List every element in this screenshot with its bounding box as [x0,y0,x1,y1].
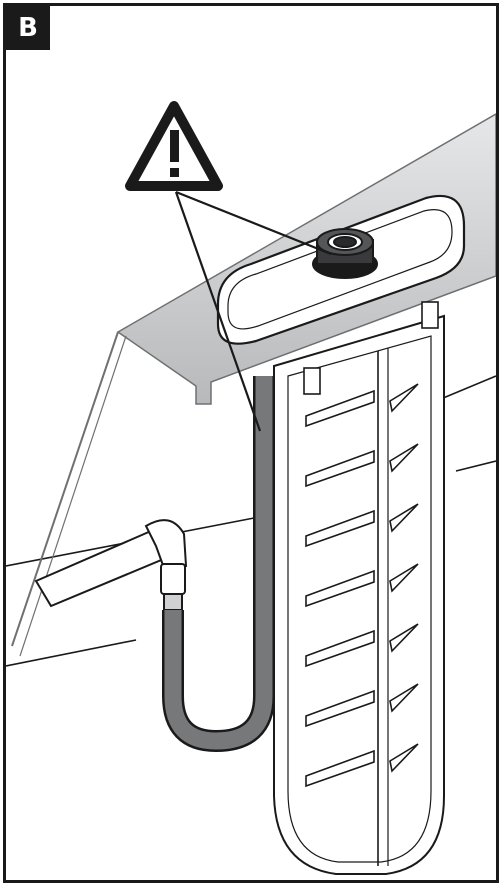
flexible-hose [162,376,275,753]
step-label: B [6,6,50,50]
connector-clips [303,301,439,395]
cap-fitting [312,228,378,279]
filter-installation-illustration [6,101,496,875]
diagram-frame: B [3,3,499,883]
warning-triangle-icon [125,101,223,191]
filter-fins [305,383,419,788]
inlet-pipe [34,519,188,611]
warning-leader-lines [174,190,332,432]
